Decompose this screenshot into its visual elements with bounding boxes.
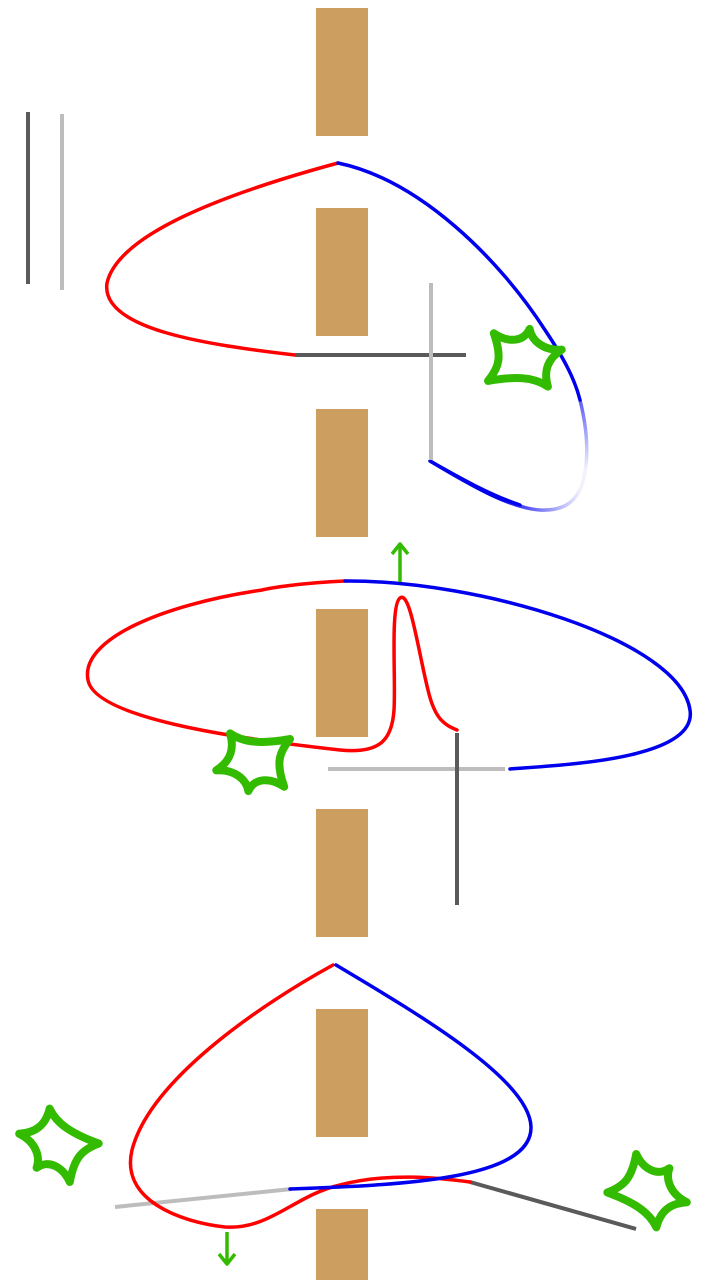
- panel-middle: [85, 542, 692, 905]
- four-point-star-icon: [603, 1150, 691, 1232]
- red-curve: [85, 579, 459, 753]
- four-point-star-icon: [15, 1104, 103, 1186]
- post-block: [316, 1009, 368, 1137]
- post-block: [316, 609, 368, 737]
- blue-curve-fade: [429, 459, 582, 512]
- blue-curve: [336, 161, 582, 402]
- crossbar-left: [114, 1187, 293, 1209]
- post-block: [316, 809, 368, 937]
- post-block: [316, 8, 368, 136]
- red-curve: [105, 161, 340, 357]
- post-block: [316, 1209, 368, 1280]
- four-point-star-icon: [212, 729, 294, 796]
- red-curve: [128, 963, 472, 1229]
- center-post: [316, 8, 368, 1280]
- blue-curve: [288, 963, 533, 1191]
- arrow-up-icon: [390, 542, 410, 582]
- crossbar-right: [469, 1180, 637, 1231]
- blue-curve: [343, 579, 692, 771]
- post-block: [316, 208, 368, 336]
- blue-curve-fade: [578, 399, 589, 491]
- blue-curve: [428, 459, 522, 507]
- post-block: [316, 409, 368, 537]
- panel-bottom: [15, 963, 691, 1266]
- arrow-down-icon: [217, 1232, 237, 1266]
- four-point-star-icon: [484, 324, 566, 391]
- panel-top: [26, 112, 589, 512]
